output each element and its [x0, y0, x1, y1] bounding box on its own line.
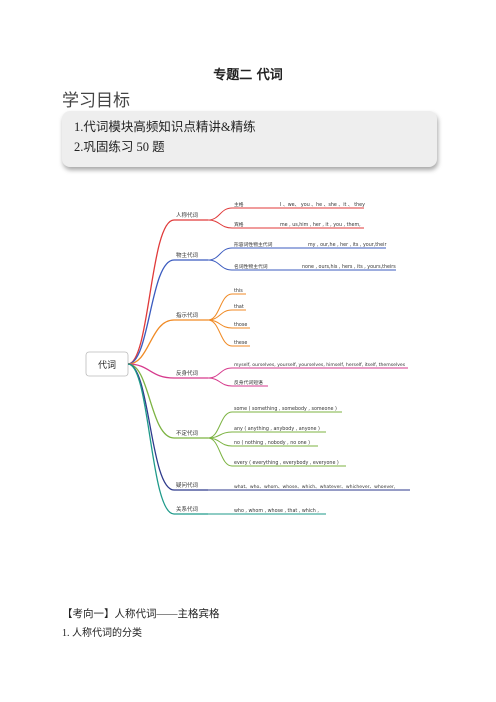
leaf-text: me , us,him , her , it , you , them,: [280, 222, 361, 228]
mind-map: 代词 人称代词 物主代词 指示代词 反身代词 不定代词 疑问代词 关系代词 主格…: [85, 201, 410, 515]
leaf-label: every ( everything , everybody , everyon…: [234, 460, 339, 466]
branch-indefinite: 不定代词: [176, 429, 199, 437]
leaf-label: those: [234, 322, 247, 328]
leaf-label: what、who、whom、whose、which、whatever、which…: [234, 484, 396, 490]
goals-box: 1.代词模块高频知识点精讲&精练 2.巩固练习 50 题: [62, 111, 437, 167]
leaf-label: no ( nothing , nobody , no one ): [234, 440, 310, 446]
leaf-label: these: [234, 340, 247, 346]
leaf-label: who , whom , whose , that , which ,: [234, 508, 319, 514]
leaf-text: I 、we、 you 、he 、she 、it 、 they: [280, 202, 365, 208]
branch-demonstrative: 指示代词: [176, 311, 199, 319]
subsection-title: 1. 人称代词的分类: [62, 628, 142, 639]
leaf-label: 名词性物主代词: [234, 263, 268, 270]
section-heading: 学习目标: [62, 91, 130, 111]
section-title: 【考向一】人称代词——主格宾格: [62, 609, 220, 620]
leaf-label: some ( something , somebody , someone ): [234, 406, 337, 412]
leaf-label: any ( anything , anybody , anyone ): [234, 426, 320, 432]
leaf-label: this: [234, 288, 243, 294]
leaf-label: myself, ourselves, yourself, yourselves,…: [234, 362, 406, 368]
branch-reflexive: 反身代词: [176, 369, 199, 377]
leaf-label: 主格: [234, 201, 244, 208]
leaf-text: my , our,he , her , its , your,their: [308, 242, 386, 248]
page-title: 专题二 代词: [213, 68, 283, 83]
branch-relative: 关系代词: [176, 505, 199, 513]
leaf-label: 形容词性物主代词: [234, 241, 273, 248]
branch-interrogative: 疑问代词: [176, 481, 199, 489]
goal-item: 1.代词模块高频知识点精讲&精练: [74, 120, 256, 134]
root-label: 代词: [98, 360, 116, 371]
leaf-text: none , ours,his , hers , its , yours,the…: [302, 264, 396, 270]
leaf-label: that: [234, 304, 244, 310]
leaf-label: 宾格: [234, 221, 244, 228]
branch-personal: 人称代词: [176, 211, 199, 219]
leaf-label: 反身代词短语: [234, 379, 263, 386]
goal-item: 2.巩固练习 50 题: [74, 140, 165, 154]
branch-possessive: 物主代词: [176, 251, 199, 259]
